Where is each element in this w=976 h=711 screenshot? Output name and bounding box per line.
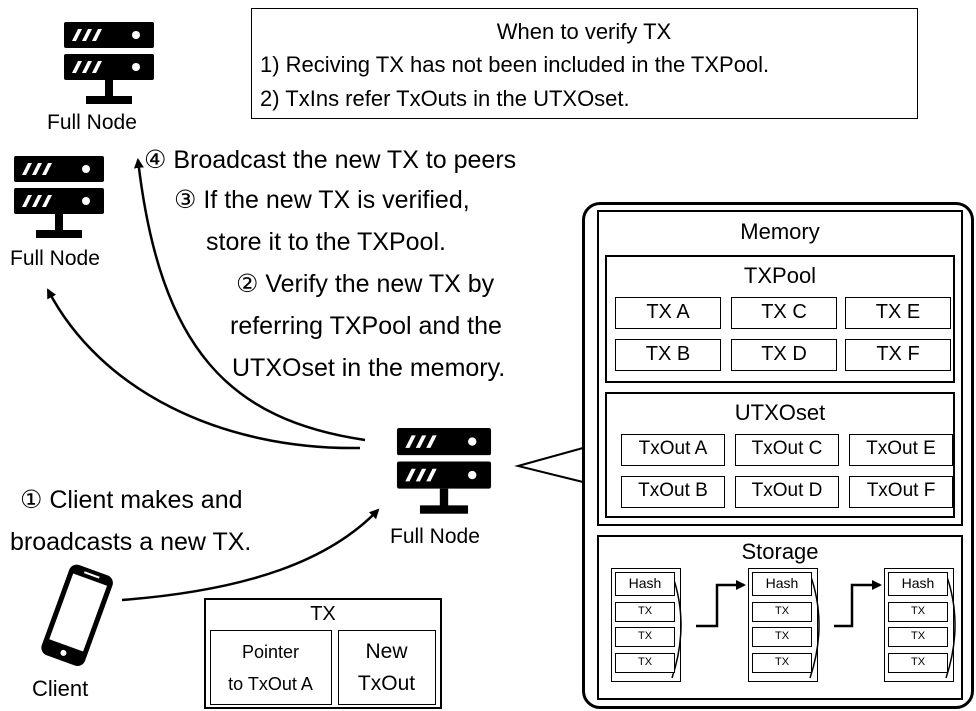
top-full-node-label: Full Node [47,111,137,134]
utxoset-item: TxOut E [849,434,953,466]
step2-text-line1: ② Verify the new TX by [236,270,495,298]
memory-title: Memory [740,219,820,244]
pointer-cell-line2: to TxOut A [228,674,313,694]
storage-title: Storage [741,539,819,564]
step1-text-line1: ① Client makes and [20,486,243,514]
block-link-2 [834,580,882,628]
txpool-item: TX E [845,297,951,329]
utxoset-item: TxOut F [849,476,953,508]
server-icon [396,428,492,514]
step2-text-line3: UTXOset in the memory. [232,354,506,382]
verify-note-box: When to verify TX 1) Reciving TX has not… [251,8,918,119]
txpool-item: TX B [615,339,721,371]
arrow-client-to-node [121,508,380,602]
txpool-item: TX F [845,339,951,371]
server-icon [64,22,154,104]
new-txout-line2: TxOut [357,672,416,695]
block-3-curl [945,573,956,679]
block-hash: Hash [752,572,812,596]
client-label: Client [32,676,89,701]
memory-box: Memory TXPool TX A TX C TX E TX B TX D T… [597,210,963,526]
step3-text-line1: ③ If the new TX is verified, [174,186,470,214]
utxoset-item: TxOut B [621,476,725,508]
node-internals-panel [582,202,974,709]
verify-note-line1: 1) Reciving TX has not been included in … [260,52,770,77]
step4-text: ④ Broadcast the new TX to peers [144,146,517,174]
txpool-item: TX C [731,297,837,329]
pointer-cell: Pointer to TxOut A [210,630,332,705]
new-txout-line1: New [365,640,408,663]
txpool-box: TXPool TX A TX C TX E TX B TX D TX F [605,255,955,383]
tx-box-title: TX [310,603,336,625]
txpool-title: TXPool [743,263,817,288]
left-full-node-label: Full Node [10,247,100,270]
block-tx: TX [752,602,812,622]
storage-block: Hash TX TX TX [748,568,818,682]
storage-block: Hash TX TX TX [884,568,954,682]
new-txout-cell: New TxOut [338,630,436,705]
block-tx: TX [752,653,812,673]
utxoset-title: UTXOset [734,400,826,425]
block-tx: TX [615,627,675,647]
step3-text-line2: store it to the TXPool. [206,228,446,256]
utxoset-box: UTXOset TxOut A TxOut C TxOut E TxOut B … [605,392,955,518]
server-icon [14,156,104,238]
center-full-node-label: Full Node [390,525,480,548]
verify-note-title: When to verify TX [496,19,672,44]
block-tx: TX [888,627,948,647]
step2-text-line2: referring TXPool and the [230,312,502,340]
step1-text-line2: broadcasts a new TX. [10,528,252,556]
callout-wedge [514,447,584,483]
txpool-item: TX D [731,339,837,371]
utxoset-item: TxOut A [621,434,725,466]
storage-box: Storage [597,535,963,700]
block-hash: Hash [615,572,675,596]
block-tx: TX [615,602,675,622]
block-hash: Hash [888,572,948,596]
block-2-curl [809,573,820,679]
block-tx: TX [752,627,812,647]
storage-block: Hash TX TX TX [611,568,681,682]
utxoset-item: TxOut C [735,434,839,466]
arrow-node-to-left-peer [46,288,361,450]
block-tx: TX [615,653,675,673]
txpool-item: TX A [615,297,721,329]
tx-box: TX Pointer to TxOut A New TxOut [204,598,442,709]
arrow-node-to-top-peer [133,158,366,442]
block-tx: TX [888,602,948,622]
pointer-cell-line1: Pointer [241,642,300,662]
verify-note-line2: 2) TxIns refer TxOuts in the UTXOset. [260,86,630,111]
block-link-1 [696,580,746,628]
block-tx: TX [888,653,948,673]
utxoset-item: TxOut D [735,476,839,508]
smartphone-icon [41,564,113,667]
